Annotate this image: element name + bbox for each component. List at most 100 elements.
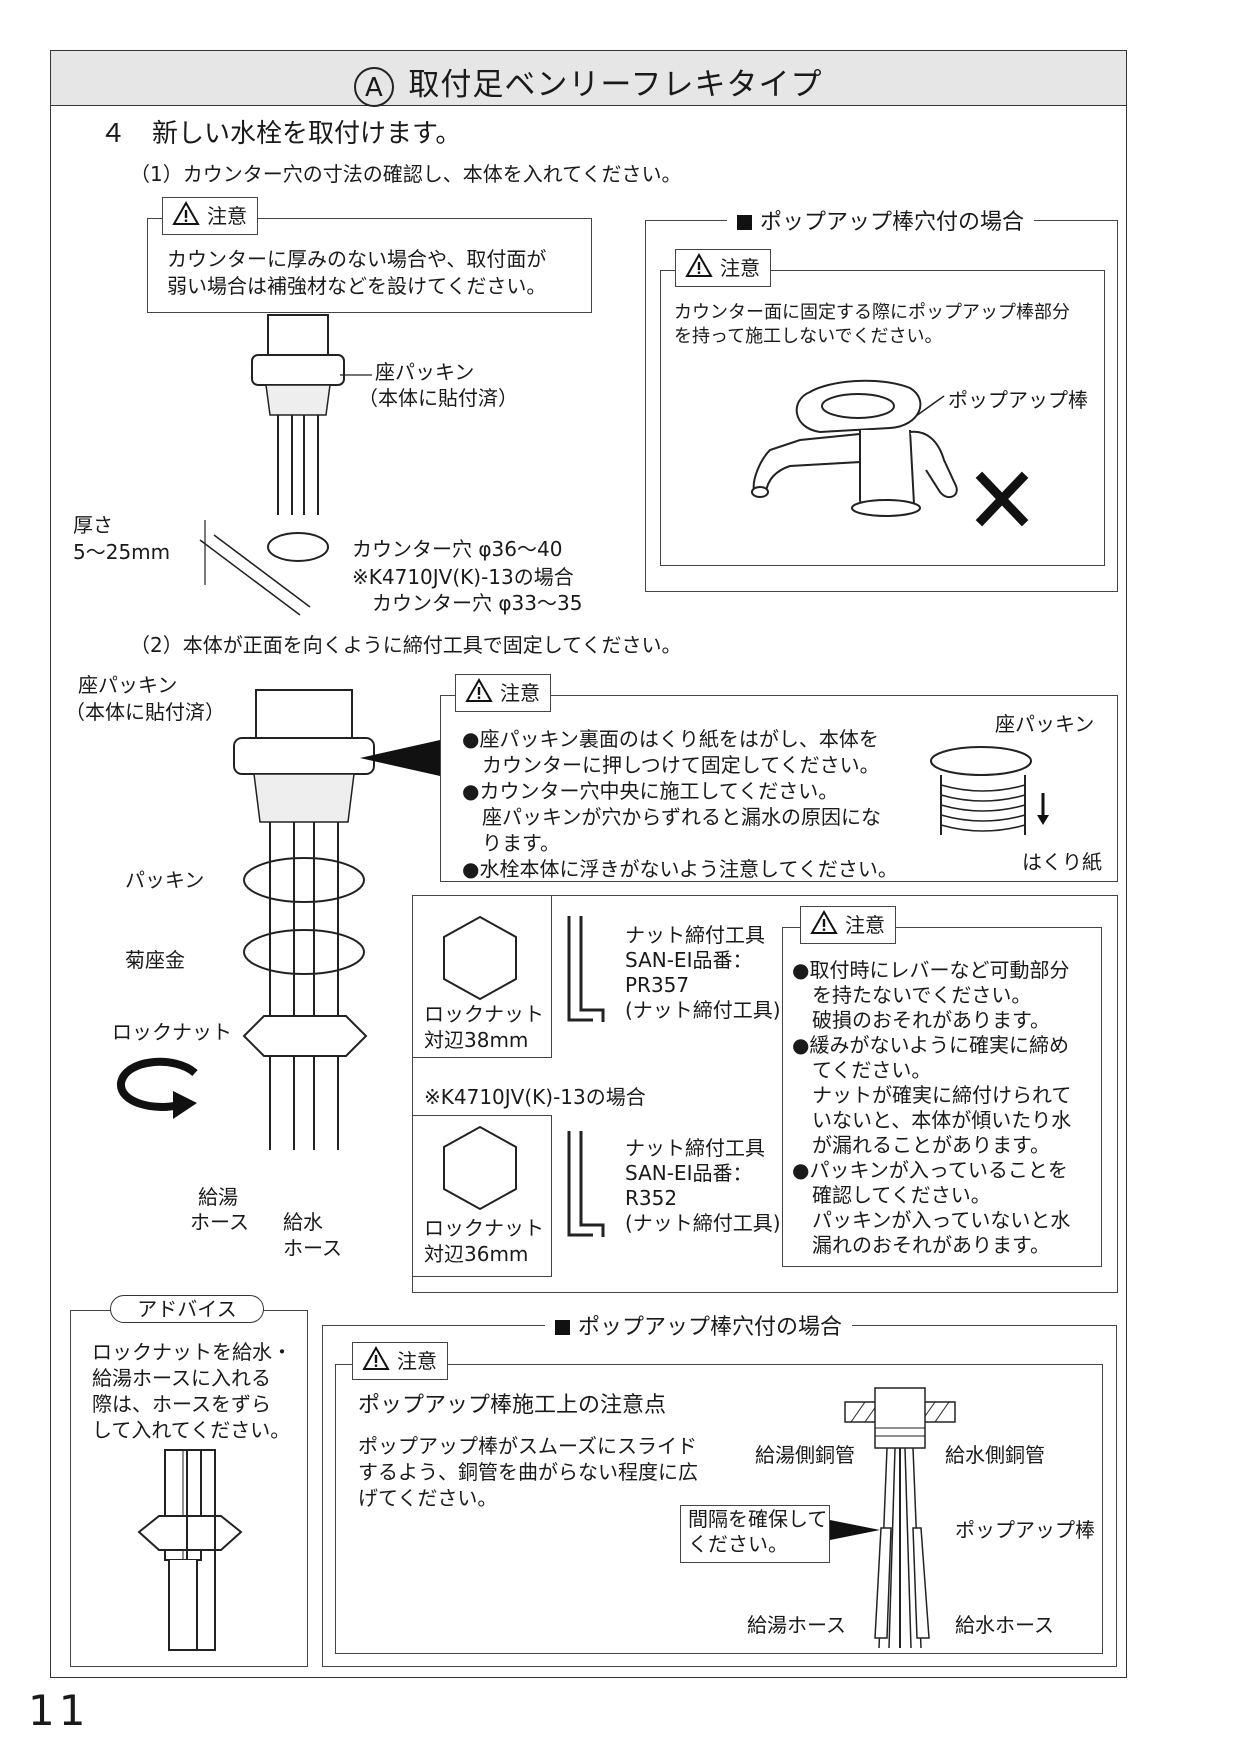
caution3-line6: ナットが確実に締付けられて	[792, 1083, 1072, 1107]
caution-box-1	[147, 218, 592, 313]
gap-note-box	[680, 1505, 830, 1563]
caution3-line2: を持たないでください。	[792, 983, 1032, 1007]
seat-packing-illustration	[930, 746, 1049, 835]
caution3-line1: ●取付時にレバーなど可動部分	[792, 958, 1070, 982]
warning-icon	[810, 909, 838, 945]
caution2-line2: カウンターに押しつけて固定してください。	[462, 753, 880, 777]
faucet-illustration	[751, 379, 1029, 527]
popup1-rod-label: ポップアップ棒	[948, 388, 1088, 412]
section-header: A 取付足ベンリーフレキタイプ	[50, 50, 1127, 107]
caution3-line8: が漏れることがあります。	[792, 1133, 1050, 1157]
popup2-line3: げてください。	[358, 1486, 498, 1510]
caution3-line3: 破損のおそれがあります。	[792, 1008, 1050, 1032]
caution-label-text: 注意	[845, 913, 885, 937]
caution2-line1: ●座パッキン裏面のはくり紙をはがし、本体を	[462, 727, 879, 751]
advice-label: アドバイス	[110, 1295, 264, 1323]
popup-section-2-header: ポップアップ棒穴付の場合	[545, 1309, 853, 1341]
tool2-line4: (ナット締付工具)	[625, 1211, 781, 1235]
advice-line3: 際は、ホースをずら	[92, 1392, 271, 1416]
caution-label-1: 注意	[162, 197, 258, 235]
fig2-seat-packing: 座パッキン	[78, 673, 178, 697]
fig1-hole-size: カウンター穴 φ36〜40	[352, 537, 563, 561]
advice-line2: 給湯ホースに入れる	[92, 1366, 271, 1390]
warning-icon	[465, 677, 493, 713]
caution2-line5: ります。	[462, 831, 560, 855]
nut2-line2: 対辺36mm	[424, 1242, 529, 1266]
wrench-tool-icon	[567, 916, 605, 1022]
tool2-line3: R352	[625, 1186, 678, 1210]
caution-label-text: 注意	[207, 204, 247, 228]
fig2-cold-hose-1: 給水	[283, 1210, 323, 1234]
warning-icon	[362, 1345, 390, 1381]
popup2-header-text: ポップアップ棒穴付の場合	[578, 1315, 843, 1340]
popup2-title: ポップアップ棒施工上の注意点	[358, 1393, 667, 1418]
nut1-line2: 対辺38mm	[424, 1028, 529, 1052]
popup1-header-text: ポップアップ棒穴付の場合	[760, 210, 1025, 235]
nut1-line1: ロックナット	[424, 1002, 544, 1026]
fig1-seat-packing: 座パッキン	[375, 360, 475, 384]
popup-section-1-header: ポップアップ棒穴付の場合	[727, 204, 1035, 236]
popup2-cold-hose: 給水ホース	[955, 1613, 1054, 1637]
caution-box-3	[782, 927, 1102, 1267]
caution2-line3: ●カウンター穴中央に施工してください。	[462, 779, 839, 803]
fig2-packing: パッキン	[125, 868, 205, 892]
faucet-body-figure-1	[199, 314, 372, 616]
step-sub2: （2）本体が正面を向くように締付工具で固定してください。	[130, 633, 682, 657]
popup2-hot-hose: 給湯ホース	[747, 1613, 846, 1637]
tool1-line4: (ナット締付工具)	[625, 998, 781, 1022]
section-title-text: 取付足ベンリーフレキタイプ	[408, 67, 823, 103]
advice-line1: ロックナットを給水・	[92, 1340, 292, 1364]
pointer-arrow	[360, 740, 440, 776]
fig2-cold-hose-2: ホース	[283, 1236, 342, 1260]
caution1-line1: カウンターに厚みのない場合や、取付面が	[167, 247, 547, 271]
rotate-arrow-icon	[117, 1057, 198, 1119]
fig1-hole-alt1: ※K4710JV(K)-13の場合	[352, 565, 574, 589]
step-title: ４ 新しい水栓を取付けます。	[100, 119, 462, 149]
fig1-thickness-range: 5〜25mm	[73, 540, 171, 564]
caution-label-popup1: 注意	[675, 249, 771, 287]
fig2-hot-hose-1: 給湯	[198, 1185, 238, 1209]
caution1-line2: 弱い場合は補強材などを設けてください。	[167, 274, 547, 298]
caution2-seat-label: 座パッキン	[995, 712, 1095, 736]
caution3-line4: ●緩みがないように確実に締め	[792, 1033, 1070, 1057]
popup2-line2: するよう、銅管を曲がらない程度に広	[358, 1460, 698, 1484]
caution2-line4: 座パッキンが穴からずれると漏水の原因にな	[462, 805, 881, 829]
step-sub1: （1）カウンター穴の寸法の確認し、本体を入れてください。	[130, 162, 682, 186]
square-bullet-icon	[555, 1320, 570, 1335]
section-badge: A	[354, 66, 395, 107]
nut2-line1: ロックナット	[424, 1216, 544, 1240]
tool1-line2: SAN-EI品番：	[625, 948, 753, 972]
warning-icon	[172, 200, 200, 236]
fig1-thickness-label: 厚さ	[73, 513, 113, 537]
pointer-arrow	[830, 1520, 880, 1540]
caution3-line7: いないと、本体が傾いたり水	[792, 1108, 1072, 1132]
caution2-line6: ●水栓本体に浮きがないよう注意してください。	[462, 857, 898, 881]
fig2-locknut: ロックナット	[112, 1020, 232, 1044]
popup2-hot-pipe: 給湯側銅管	[755, 1443, 855, 1467]
faucet-body-figure-2	[233, 689, 375, 1150]
locknut-hose-illustration	[137, 1449, 243, 1651]
caution-label-3: 注意	[800, 906, 896, 944]
wrench-tool-icon	[567, 1131, 605, 1237]
hex-nut-icon	[443, 1125, 517, 1211]
warning-icon	[685, 252, 713, 288]
advice-line4: して入れてください。	[92, 1418, 291, 1442]
tool1-line3: PR357	[625, 973, 690, 997]
square-bullet-icon	[737, 215, 752, 230]
caution3-line12: 漏れのおそれがあります。	[792, 1233, 1050, 1257]
fig2-seat-packing-note: （本体に貼付済）	[65, 700, 225, 724]
caution3-line9: ●パッキンが入っていることを	[792, 1158, 1068, 1182]
gap-note-line1: 間隔を確保して	[688, 1507, 828, 1531]
popup2-line1: ポップアップ棒がスムーズにスライド	[358, 1434, 697, 1458]
caution-label-text: 注意	[397, 1349, 437, 1373]
fig1-seat-packing-note: （本体に貼付済）	[358, 386, 518, 410]
tool1-line1: ナット締付工具	[625, 923, 765, 947]
tool2-line2: SAN-EI品番：	[625, 1161, 753, 1185]
fig2-hot-hose-2: ホース	[190, 1210, 249, 1234]
popup1-caution-line2: を持って施工しないでください。	[674, 326, 943, 347]
caution-box-2	[440, 695, 1118, 882]
fig2-washer: 菊座金	[125, 948, 185, 972]
caution3-line11: パッキンが入っていないと水	[792, 1208, 1071, 1232]
caution2-paper-label: はくり紙	[1022, 850, 1102, 874]
caution3-line10: 確認してください。	[792, 1183, 991, 1207]
